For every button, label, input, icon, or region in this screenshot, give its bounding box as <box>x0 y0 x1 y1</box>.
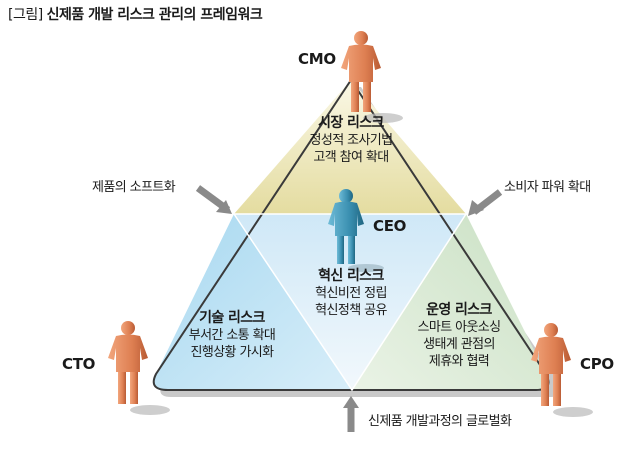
market-segment <box>234 80 466 214</box>
figure-title-main: 신제품 개발 리스크 관리의 프레임워크 <box>46 7 263 23</box>
force-label-left: 제품의 소프트화 <box>92 180 176 195</box>
operation-segment <box>352 214 549 390</box>
technology-segment <box>153 214 352 390</box>
cpo-figure <box>531 323 593 417</box>
arrow-bottom-force <box>343 396 359 432</box>
technology-risk-label: 기술 리스크 부서간 소통 확대 진행상황 가시화 <box>170 310 294 361</box>
market-risk-title: 시장 리스크 <box>318 115 384 131</box>
market-risk-line-2: 고객 참여 확대 <box>313 150 389 165</box>
force-label-right: 소비자 파워 확대 <box>504 180 591 195</box>
technology-risk-line-1: 부서간 소통 확대 <box>188 328 276 343</box>
role-label-cto: CTO <box>62 355 96 373</box>
operation-risk-line-3: 제휴와 협력 <box>428 354 490 369</box>
ceo-figure <box>328 189 384 272</box>
technology-risk-title: 기술 리스크 <box>199 310 265 326</box>
figure-title: [그림] 신제품 개발 리스크 관리의 프레임워크 <box>8 4 263 24</box>
innovation-risk-line-2: 혁신정책 공유 <box>315 303 387 318</box>
role-label-ceo: CEO <box>373 217 407 235</box>
role-label-cmo: CMO <box>298 50 336 68</box>
innovation-risk-line-1: 혁신비전 정립 <box>315 286 387 301</box>
arrow-right-force <box>468 189 503 216</box>
cto-figure <box>108 321 170 415</box>
force-label-bottom: 신제품 개발과정의 글로벌화 <box>368 414 512 429</box>
technology-risk-line-2: 진행상황 가시화 <box>190 345 274 360</box>
market-risk-line-1: 정성적 조사기법 <box>309 133 393 148</box>
divider-inner <box>233 213 467 392</box>
arrow-left-force <box>195 185 232 214</box>
market-risk-label: 시장 리스크 정성적 조사기법 고객 참여 확대 <box>296 115 406 166</box>
operation-risk-title: 운영 리스크 <box>426 302 492 318</box>
figure-title-prefix: [그림] <box>8 7 43 23</box>
innovation-risk-label: 혁신 리스크 혁신비전 정립 혁신정책 공유 <box>296 268 406 319</box>
innovation-risk-title: 혁신 리스크 <box>318 268 384 284</box>
operation-risk-label: 운영 리스크 스마트 아웃소싱 생태계 관점의 제휴와 협력 <box>400 302 518 370</box>
cmo-figure <box>341 31 403 123</box>
innovation-segment <box>234 214 466 390</box>
role-label-cpo: CPO <box>580 355 614 373</box>
operation-risk-line-1: 스마트 아웃소싱 <box>417 320 501 335</box>
operation-risk-line-2: 생태계 관점의 <box>423 337 495 352</box>
